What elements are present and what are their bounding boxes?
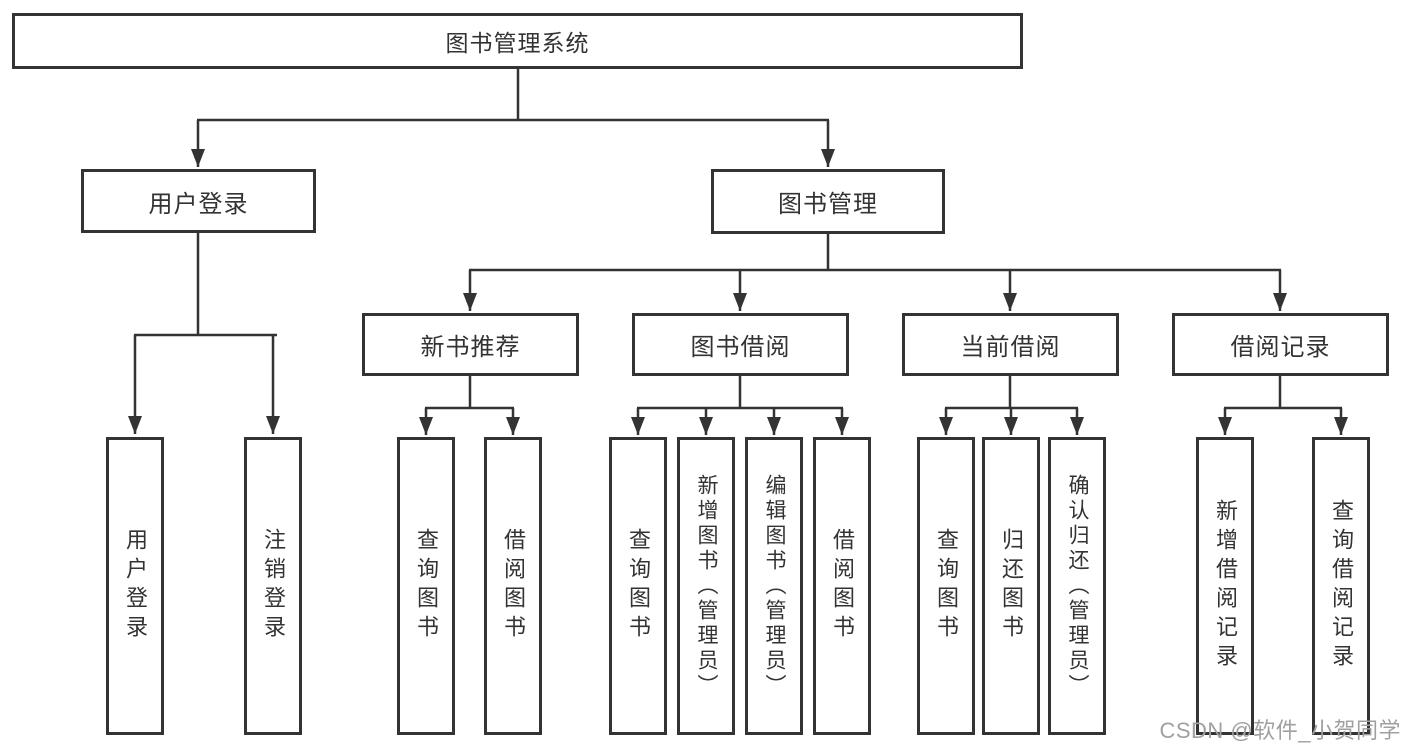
node-query-books-current: 查询图书 [917,437,975,735]
node-book-borrow: 图书借阅 [632,313,849,376]
node-label: 图书管理 [778,191,878,218]
node-label: 图书管理系统 [445,30,590,56]
node-label: 借阅图书 [501,528,526,644]
node-label: 新增借阅记录 [1213,499,1238,673]
node-label: 查询图书 [626,528,651,644]
node-query-books-recommend: 查询图书 [397,437,455,735]
node-return-books: 归还图书 [982,437,1040,735]
node-borrow-records: 借阅记录 [1172,313,1389,376]
node-user-login: 用户登录 [81,169,316,233]
node-label: 查询借阅记录 [1329,499,1354,673]
node-query-books-borrow: 查询图书 [609,437,667,735]
node-label: 新增图书（管理员） [695,473,718,699]
node-label: 用户登录 [123,528,148,644]
node-borrow-books-borrow: 借阅图书 [813,437,871,735]
node-label: 注销登录 [261,528,286,644]
node-label: 用户登录 [148,190,249,218]
node-logout-leaf: 注销登录 [244,437,302,735]
node-book-management: 图书管理 [711,169,945,234]
csdn-watermark: CSDN @软件_小贺同学 [1159,718,1401,743]
node-confirm-return-admin: 确认归还（管理员） [1048,437,1106,735]
node-label: 确认归还（管理员） [1066,473,1089,699]
node-label: 借阅记录 [1230,334,1331,361]
node-label: 查询图书 [934,528,959,644]
node-add-book-admin: 新增图书（管理员） [677,437,735,735]
node-query-borrow-record: 查询借阅记录 [1312,437,1370,735]
node-label: 查询图书 [414,528,439,644]
node-new-book-recommend: 新书推荐 [362,313,579,376]
node-label: 编辑图书（管理员） [763,473,786,699]
node-label: 借阅图书 [830,528,855,644]
node-borrow-books-recommend: 借阅图书 [484,437,542,735]
node-label: 归还图书 [999,528,1024,644]
node-label: 当前借阅 [960,334,1061,361]
node-library-management-system: 图书管理系统 [12,13,1023,69]
node-add-borrow-record: 新增借阅记录 [1196,437,1254,735]
node-edit-book-admin: 编辑图书（管理员） [745,437,803,735]
node-user-login-leaf: 用户登录 [106,437,164,735]
node-label: 图书借阅 [690,334,791,361]
node-label: 新书推荐 [420,334,521,361]
node-current-borrow: 当前借阅 [902,313,1119,376]
